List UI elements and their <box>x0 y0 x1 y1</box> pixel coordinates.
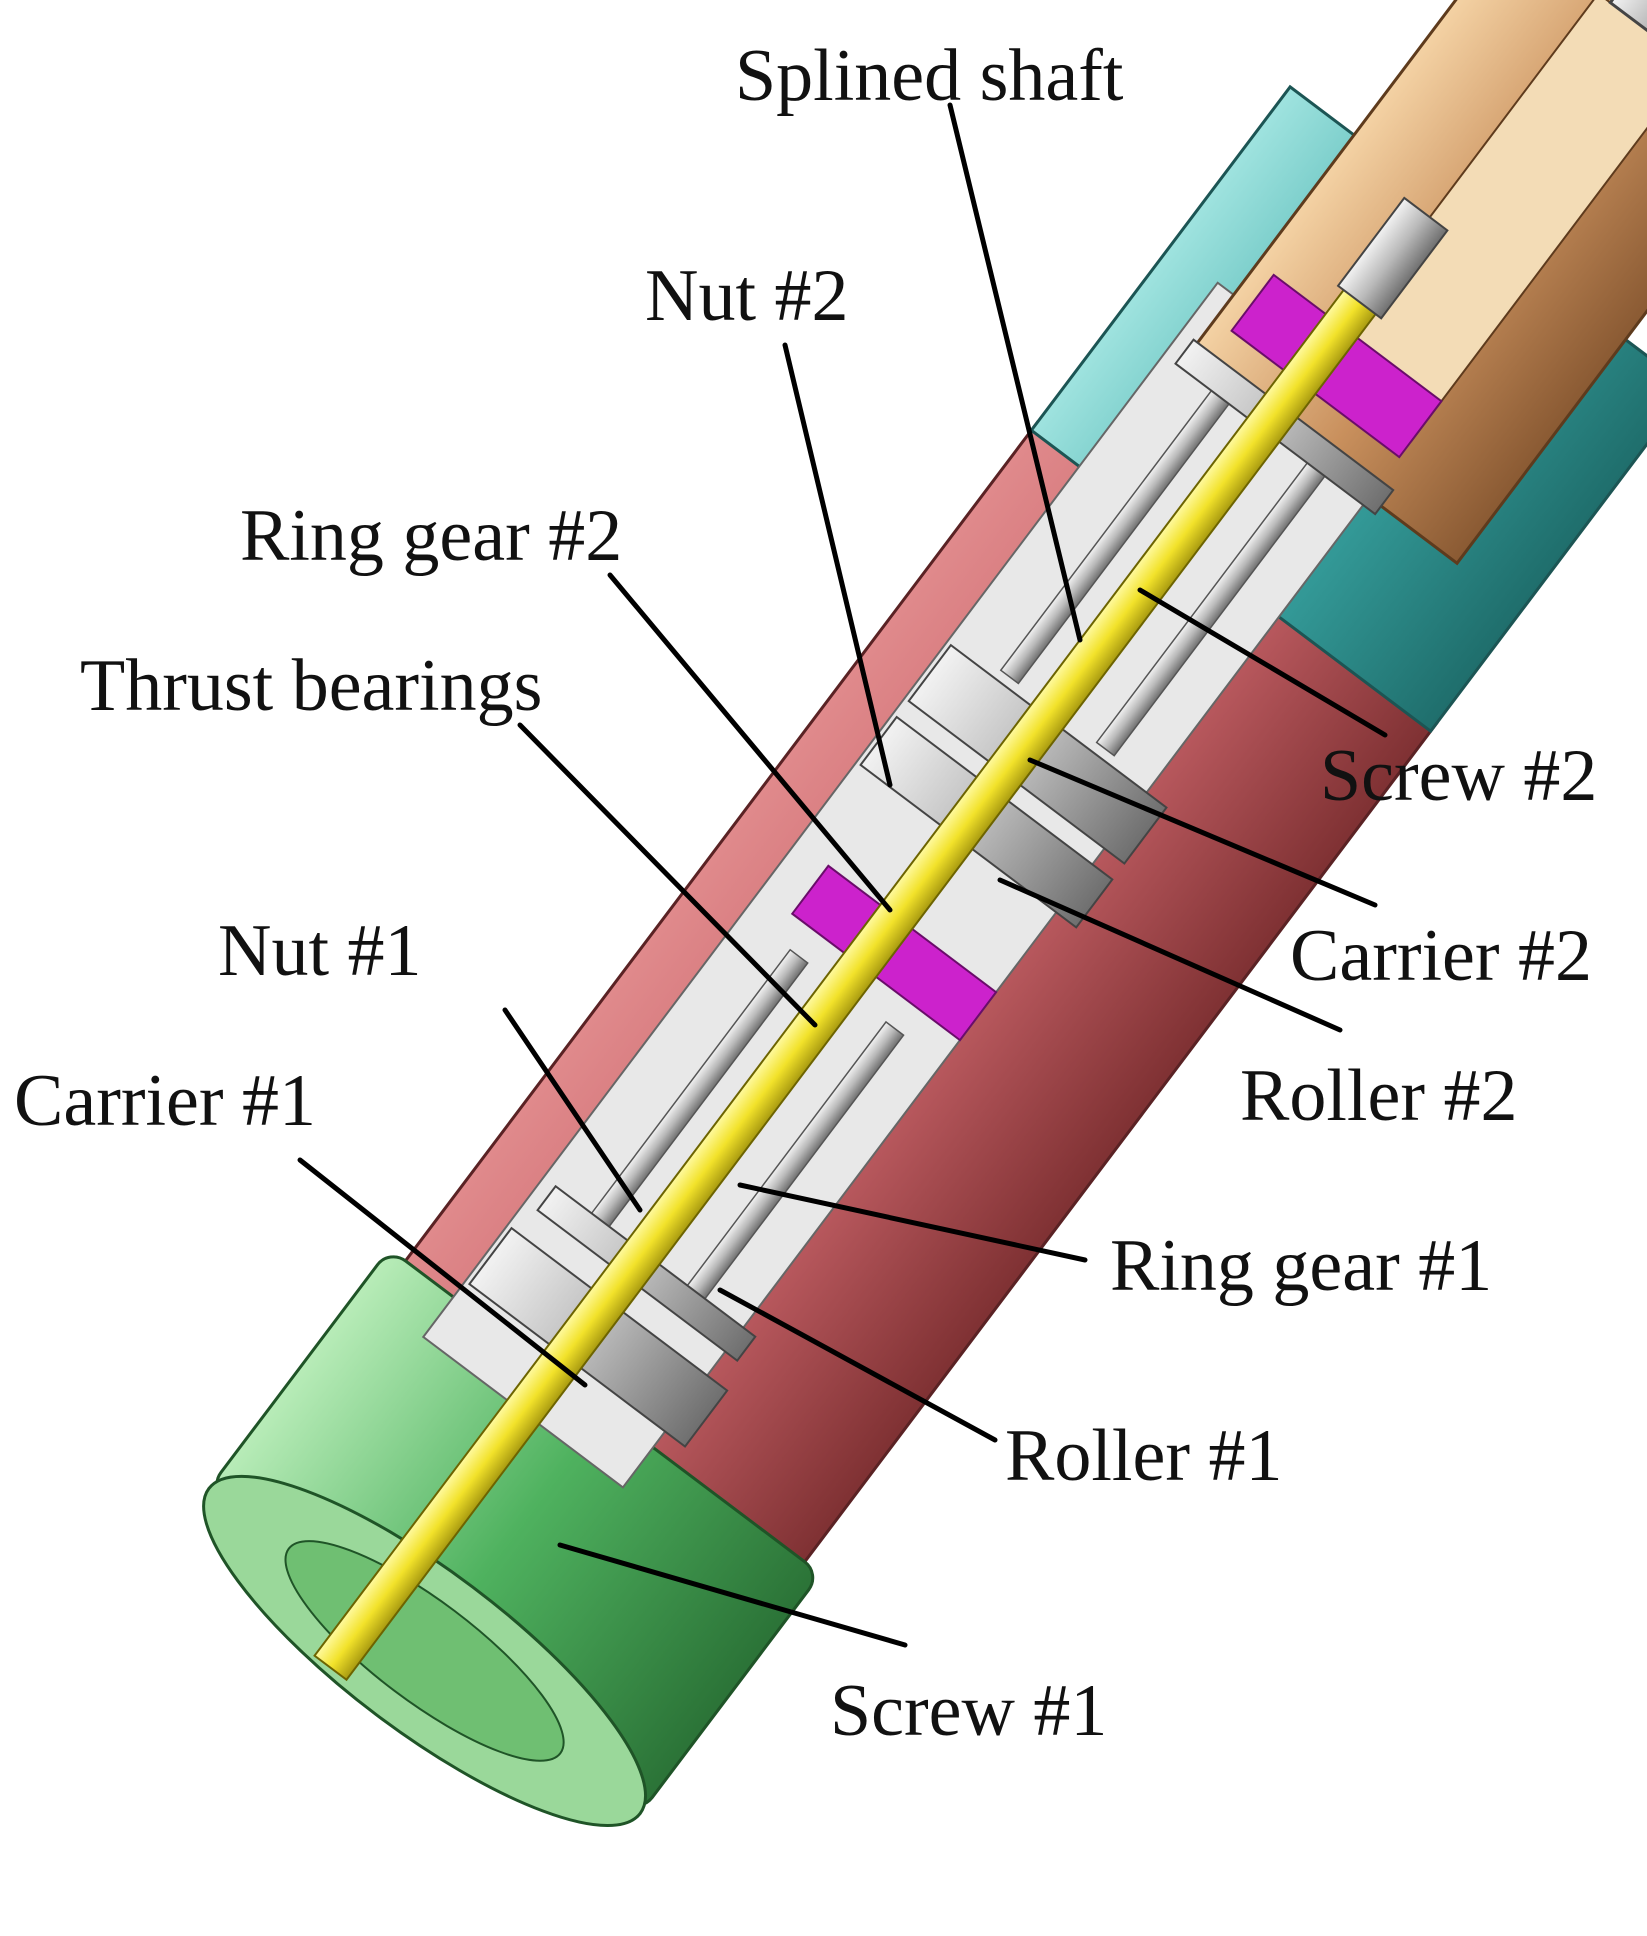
leader-splined-shaft <box>947 102 1083 643</box>
leader-nut-2 <box>782 342 893 788</box>
rod-end-neck <box>1608 0 1647 59</box>
leader-carrier-2 <box>1027 757 1378 908</box>
label-carrier-2: Carrier #2 <box>1290 915 1592 997</box>
leader-ring-gear-2 <box>607 572 893 913</box>
leader-ring-gear-1 <box>737 1182 1088 1263</box>
leader-lines <box>297 102 1388 1648</box>
leader-carrier-1 <box>297 1157 588 1388</box>
label-splined-shaft: Splined shaft <box>735 35 1124 117</box>
leader-thrust-bearings <box>517 722 818 1028</box>
leader-nut-1 <box>502 1007 643 1213</box>
label-screw-1: Screw #1 <box>830 1670 1107 1752</box>
splined-shaft-part <box>1336 196 1449 320</box>
green-end-bore <box>284 1540 565 1762</box>
leader-roller-2 <box>997 877 1343 1033</box>
actuator-body <box>202 0 1647 1828</box>
leader-screw-1 <box>557 1542 908 1648</box>
label-carrier-1: Carrier #1 <box>14 1060 316 1142</box>
leader-screw-2 <box>1137 587 1388 738</box>
label-screw-2: Screw #2 <box>1320 735 1597 817</box>
leader-roller-1 <box>717 1287 998 1443</box>
label-ring-gear-2: Ring gear #2 <box>240 495 622 577</box>
labels: Splined shaft Nut #2 Ring gear #2 Thrust… <box>14 35 1597 1752</box>
label-nut-2: Nut #2 <box>645 255 849 337</box>
label-ring-gear-1: Ring gear #1 <box>1110 1225 1492 1307</box>
label-roller-1: Roller #1 <box>1005 1415 1282 1497</box>
label-nut-1: Nut #1 <box>218 910 422 992</box>
label-thrust-bearings: Thrust bearings <box>80 645 542 727</box>
label-roller-2: Roller #2 <box>1240 1055 1517 1137</box>
